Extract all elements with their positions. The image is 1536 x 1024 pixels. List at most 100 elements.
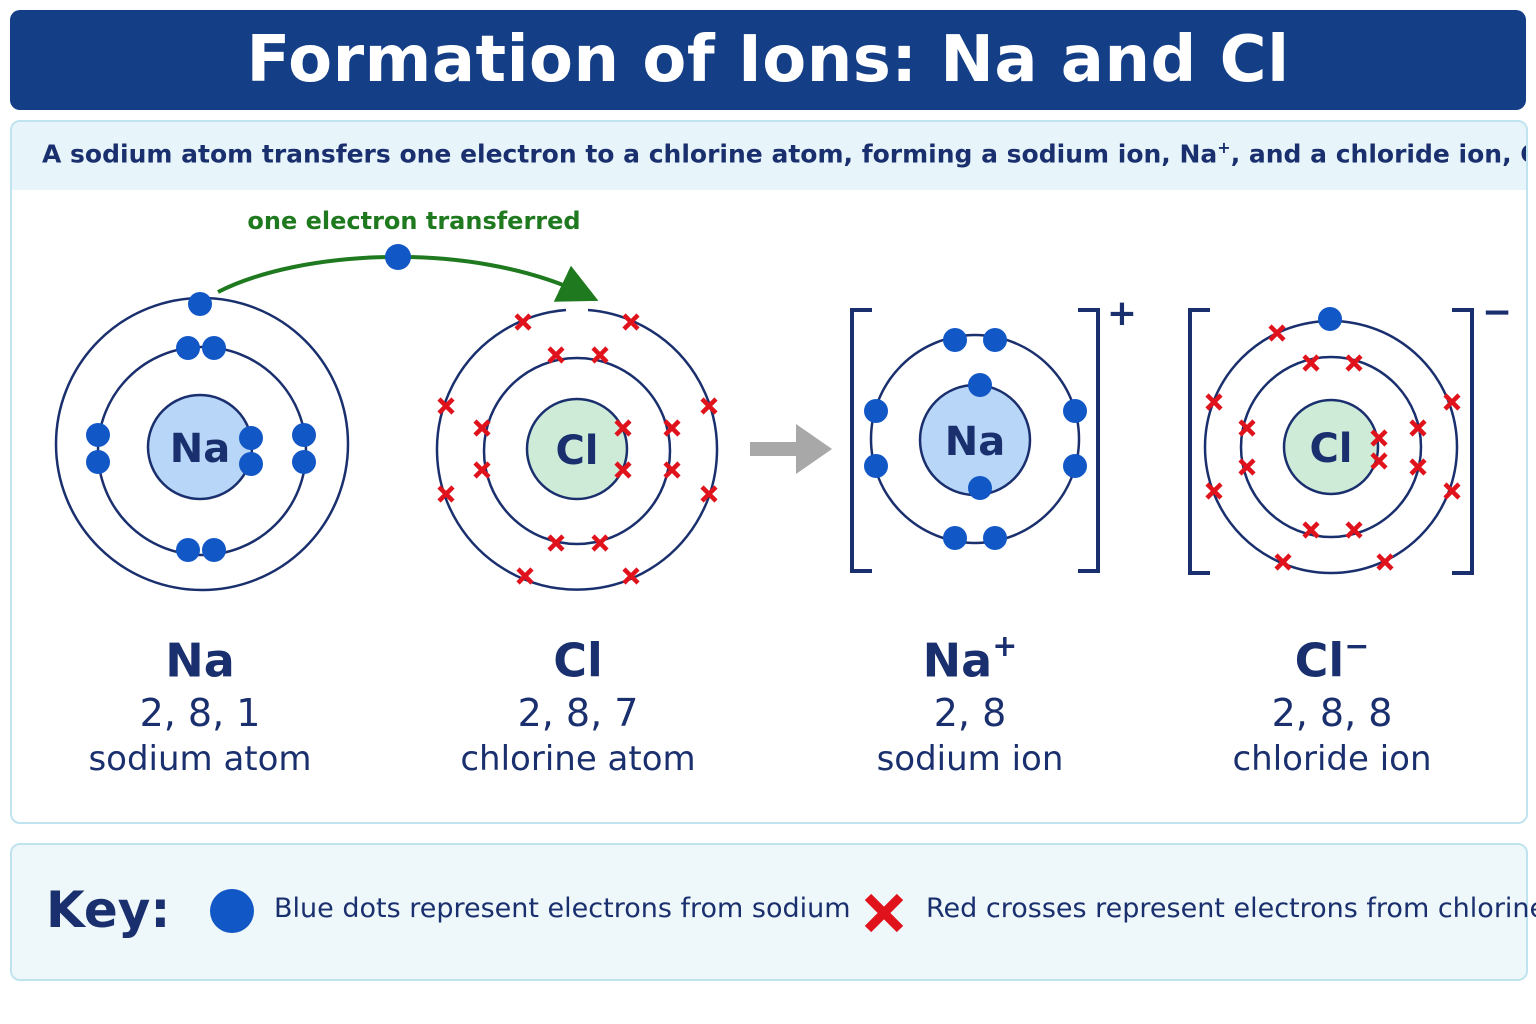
cl-ion-config: 2, 8, 8	[1271, 691, 1393, 736]
cl-ion-electron	[1345, 354, 1363, 372]
label-na-ion: Na+ 2, 8 sodium ion	[810, 626, 1130, 781]
cl-atom-electron	[473, 419, 491, 437]
cl-ion-electron	[1376, 553, 1394, 571]
cl-atom-nucleus-label: Cl	[555, 428, 598, 474]
cl-atom-electron	[547, 534, 565, 552]
reaction-arrow	[750, 424, 832, 474]
red-cross-icon	[864, 893, 904, 933]
na-ion-electron	[943, 328, 967, 352]
na-ion-symbol-charge: +	[992, 629, 1018, 664]
cl-atom-electron	[700, 397, 718, 415]
cl-atom-electron	[622, 313, 640, 331]
cl-ion-symbol: Cl−	[1172, 626, 1492, 685]
na-ion-symbol-text: Na	[922, 633, 993, 688]
cl-atom-electron	[614, 461, 632, 479]
subtitle-part1: A sodium atom transfers one electron to …	[42, 139, 1218, 169]
label-cl-atom: Cl 2, 8, 7 chlorine atom	[418, 626, 738, 781]
na-ion-right-bracket	[1078, 308, 1100, 573]
key-title: Key:	[46, 881, 171, 939]
label-na-atom: Na 2, 8, 1 sodium atom	[40, 626, 360, 781]
cl-atom-electron	[473, 461, 491, 479]
na-atom-electron	[292, 423, 316, 447]
na-ion-shell-2	[869, 333, 1081, 545]
cl-ion-right-bracket	[1452, 308, 1474, 575]
cl-atom-config: 2, 8, 7	[517, 691, 639, 736]
cl-ion-electron	[1238, 458, 1256, 476]
na-ion-config: 2, 8	[933, 691, 1007, 736]
subtitle-strip	[12, 122, 1526, 190]
cl-atom-electron	[700, 485, 718, 503]
subtitle: A sodium atom transfers one electron to …	[42, 138, 1528, 169]
cl-ion-electron	[1205, 482, 1223, 500]
na-atom-electron	[239, 426, 263, 450]
na-ion-symbol: Na+	[810, 626, 1130, 685]
na-ion-nucleus-label: Na	[945, 419, 1005, 465]
title-banner: Formation of Ions: Na and Cl	[10, 10, 1526, 110]
cl-ion-electron	[1302, 354, 1320, 372]
cl-atom-shell-3	[435, 308, 719, 591]
na-atom-config: 2, 8, 1	[139, 691, 261, 736]
transferred-electron	[385, 244, 411, 270]
na-atom-electron	[86, 423, 110, 447]
key-box: Key: Blue dots represent electrons from …	[10, 843, 1536, 981]
na-ion-electron	[1063, 399, 1087, 423]
cl-ion-name: chloride ion	[1232, 739, 1432, 780]
cl-ion-electron	[1205, 393, 1223, 411]
cl-ion-nucleus-label: Cl	[1309, 426, 1352, 472]
na-atom-electron	[239, 452, 263, 476]
cl-atom-shell-2	[482, 356, 672, 546]
na-ion-left-bracket	[850, 308, 872, 573]
na-atom-electron	[86, 450, 110, 474]
cl-atom-symbol-text: Cl	[553, 633, 603, 688]
cl-ion-shell-2	[1239, 355, 1423, 539]
cl-ion-symbol-text: Cl	[1294, 633, 1345, 688]
cl-ion-electron	[1302, 521, 1320, 539]
na-ion-name: sodium ion	[876, 739, 1064, 780]
na-ion-electron	[983, 328, 1007, 352]
na-ion-electron	[968, 373, 992, 397]
na-atom-electron	[176, 538, 200, 562]
subtitle-sup1: +	[1217, 138, 1231, 157]
cl-ion-electron	[1274, 553, 1292, 571]
na-ion-electron	[943, 526, 967, 550]
page-title: Formation of Ions: Na and Cl	[246, 23, 1290, 97]
blue-dot-icon	[210, 889, 254, 933]
cl-ion-electron	[1443, 482, 1461, 500]
cl-ion-electron	[1409, 458, 1427, 476]
na-ion-electron	[864, 399, 888, 423]
cl-ion-electron	[1268, 324, 1286, 342]
cl-atom-name: chlorine atom	[460, 739, 696, 780]
transfer-label: one electron transferred	[247, 207, 580, 235]
cl-atom-electron	[614, 419, 632, 437]
cl-ion-nucleus	[1282, 398, 1380, 496]
na-atom-electron	[292, 450, 316, 474]
na-atom-symbol: Na	[40, 626, 360, 685]
subtitle-part2: , and a chloride ion, Cl	[1230, 139, 1528, 169]
cl-ion-electron	[1238, 419, 1256, 437]
cl-atom-electron	[591, 346, 609, 364]
cl-atom-electron	[516, 567, 534, 585]
cl-atom-symbol: Cl	[418, 626, 738, 685]
na-atom-electron	[176, 336, 200, 360]
cl-atom-nucleus	[525, 397, 629, 501]
cl-ion-left-bracket	[1188, 308, 1210, 575]
cl-atom-electron	[663, 419, 681, 437]
na-atom-electron	[202, 336, 226, 360]
diagram-panel: A sodium atom transfers one electron to …	[10, 120, 1528, 824]
cl-atom-electron	[437, 397, 455, 415]
na-atom-nucleus-label: Na	[170, 426, 230, 472]
label-cl-ion: Cl− 2, 8, 8 chloride ion	[1172, 626, 1492, 781]
na-ion-electron	[864, 454, 888, 478]
cl-ion-electron	[1345, 521, 1363, 539]
cl-ion-symbol-charge: −	[1344, 629, 1370, 664]
cl-atom-electron	[663, 461, 681, 479]
cl-ion-electron	[1409, 419, 1427, 437]
na-atom-symbol-text: Na	[165, 633, 235, 688]
na-atom-outer-electron	[188, 292, 212, 316]
na-ion-electron	[1063, 454, 1087, 478]
cl-atom-electron	[514, 313, 532, 331]
key-cross-text: Red crosses represent electrons from chl…	[926, 893, 1536, 924]
cl-ion-electron	[1443, 393, 1461, 411]
na-atom-name: sodium atom	[88, 739, 312, 780]
